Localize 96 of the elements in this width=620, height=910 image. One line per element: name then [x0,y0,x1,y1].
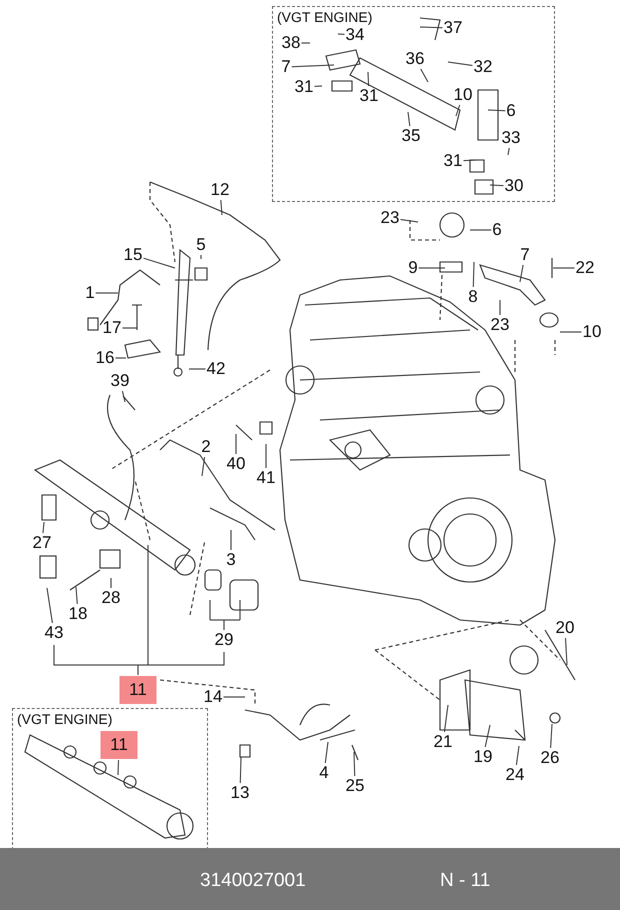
callout-number: 19 [474,748,492,766]
callout-number: 10 [454,86,472,104]
callout-number: 36 [406,50,424,68]
leader-line [508,148,510,156]
leader-line [301,42,310,44]
callout-number: 14 [204,688,222,706]
callout-number: 30 [504,177,524,195]
group-heading: (VGT ENGINE) [277,9,372,25]
leader-line [463,160,478,162]
callout-number: 15 [124,246,142,264]
leader-line [400,219,418,222]
leader-line [472,262,474,288]
leader-line [338,34,345,35]
callout-number: 40 [226,455,246,473]
leader-line [54,544,224,676]
callout-number: 37 [444,19,462,37]
callout-number: 35 [402,127,420,145]
callout-number: 29 [214,631,234,649]
leader-line [118,760,119,776]
callout-number: 22 [576,259,594,277]
callout-number: 26 [540,749,560,767]
leader-line [516,746,520,766]
callout-number: 4 [319,764,329,782]
callout-number: 39 [110,372,130,390]
leader-line [210,600,240,630]
callout-number: 1 [85,284,95,302]
leader-line [550,724,552,748]
leader-line [484,724,490,748]
callout-number: 21 [434,733,452,751]
callout-number: 9 [408,259,418,277]
leader-line [42,522,44,534]
callout-number: 33 [502,129,520,147]
part-number: 3140027001 [200,870,306,892]
leader-line [324,742,328,764]
callout-number: 2 [201,438,211,456]
highlighted-callout-number: 11 [120,676,156,704]
dashed-group-frame [272,6,555,202]
callout-number: 6 [492,221,502,239]
callout-number: 18 [68,605,88,623]
leader-line [220,200,222,216]
callout-number: 24 [506,766,524,784]
callout-number: 42 [206,360,226,378]
leader-line [420,68,428,82]
leader-line [408,112,410,126]
callout-number: 31 [444,152,462,170]
callout-number: 6 [506,102,516,120]
callout-number: 7 [281,58,291,76]
callout-number: 23 [380,209,400,227]
callout-number: 16 [96,349,114,367]
callout-number: 34 [346,26,364,44]
highlighted-callout-number: 11 [100,731,138,759]
leader-line [314,86,322,87]
callout-number: 23 [490,316,510,334]
callout-number: 38 [282,34,300,52]
leader-line [200,254,202,260]
leader-line [420,26,443,28]
leader-line [110,578,112,588]
leader-line [240,756,242,784]
leader-line [76,586,78,604]
leader-line [291,64,334,68]
leader-line [488,110,506,112]
diagram-reference: N - 11 [440,870,490,892]
callout-number: 27 [32,534,52,552]
callout-number: 25 [346,777,364,795]
callout-number: 28 [102,589,120,607]
callout-number: 3 [226,551,236,569]
callout-number: 5 [196,236,206,254]
callout-number: 31 [294,78,314,96]
leader-line [202,456,206,476]
callout-number: 31 [360,87,378,105]
leader-line [188,368,206,370]
leader-line [520,264,524,282]
leader-line [46,588,53,624]
leader-line [444,704,448,732]
callout-number: 10 [582,323,602,341]
leader-line [95,292,118,294]
leader-line [456,104,460,116]
callout-number: 13 [230,784,250,802]
callout-number: 20 [556,619,574,637]
callout-number: 17 [102,319,122,337]
callout-number: 7 [520,246,530,264]
leader-line [448,62,473,66]
leader-line [565,638,568,666]
leader-line [122,390,126,402]
leader-line [368,72,370,86]
leader-line [354,752,356,776]
callout-number: 8 [468,288,478,306]
callout-number: 41 [256,469,276,487]
group-heading: (VGT ENGINE) [17,711,112,727]
callout-number: 12 [210,181,230,199]
callout-number: 32 [474,58,492,76]
leader-line [230,530,232,550]
callout-number: 43 [44,624,64,642]
leader-line [490,184,504,186]
leader-line [223,696,246,698]
leader-line [143,258,176,268]
